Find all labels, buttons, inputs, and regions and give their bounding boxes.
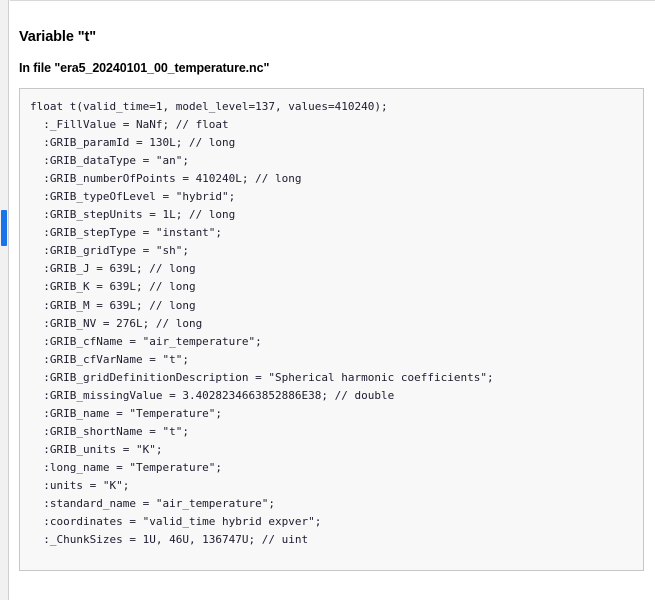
content-area: Variable "t" In file "era5_20240101_00_t… — [19, 1, 650, 571]
vertical-scrollbar-track[interactable] — [0, 0, 9, 600]
cdl-metadata-text: float t(valid_time=1, model_level=137, v… — [30, 100, 494, 547]
page-surface: Variable "t" In file "era5_20240101_00_t… — [10, 0, 655, 600]
page-title-variable: Variable "t" — [19, 29, 97, 45]
vertical-scrollbar-thumb[interactable] — [1, 210, 7, 246]
subtitle-source-file: In file "era5_20240101_00_temperature.nc… — [19, 61, 270, 75]
cdl-metadata-panel: float t(valid_time=1, model_level=137, v… — [19, 88, 644, 571]
